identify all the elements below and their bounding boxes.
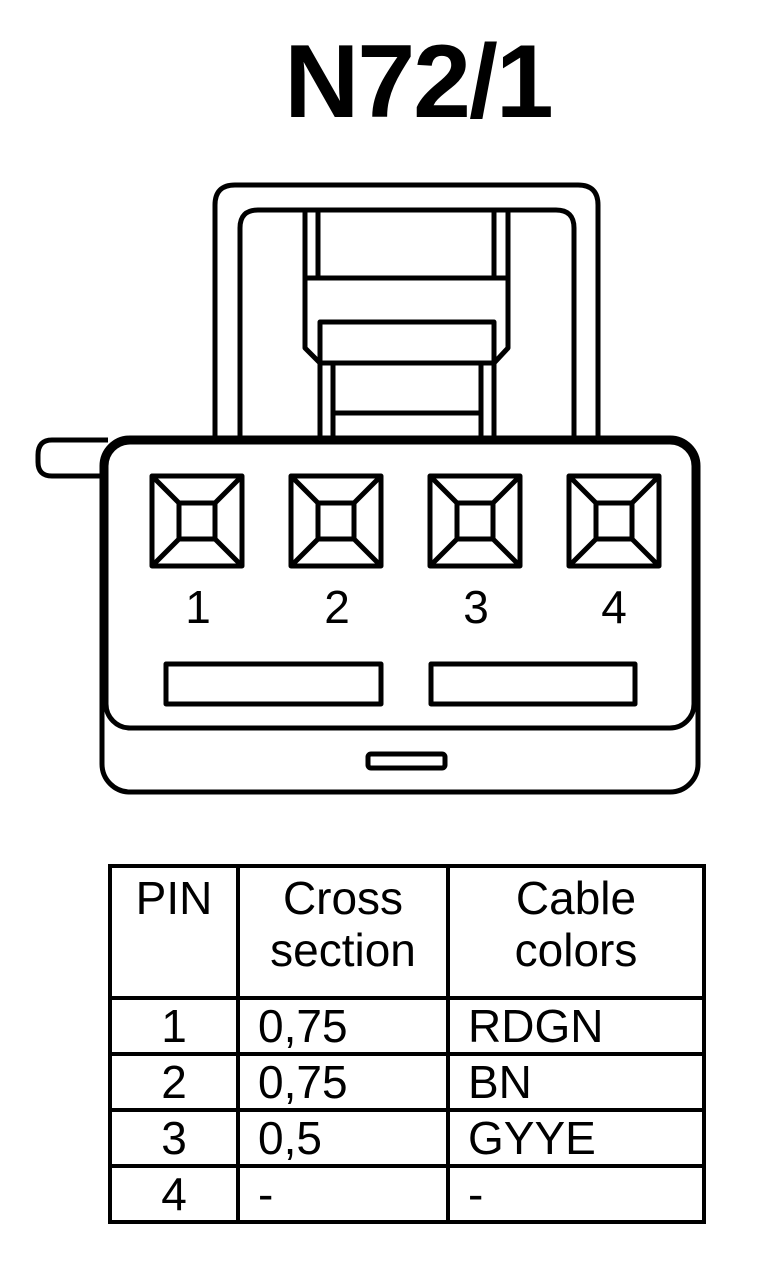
connector-housing-outer [99, 435, 701, 795]
coding-slot-left [163, 661, 384, 707]
release-slot [365, 751, 448, 771]
cell-cross-section: 0,5 [236, 1108, 450, 1168]
pin-terminal-4 [566, 473, 662, 569]
cell-cable-color: BN [446, 1052, 706, 1112]
pin-label-3: 3 [463, 581, 489, 633]
pin-assignment-table: PIN Cross section Cable colors 1 0,75 RD… [108, 864, 706, 1224]
cell-cross-section: 0,75 [236, 1052, 450, 1112]
pin-label-1: 1 [185, 581, 211, 633]
header-pin: PIN [108, 864, 240, 1000]
connector-title: N72/1 [284, 24, 554, 140]
header-cross-section: Cross section [236, 864, 450, 1000]
cell-pin: 2 [108, 1052, 240, 1112]
table-header-row: PIN Cross section Cable colors [108, 864, 706, 1000]
cell-cable-color: RDGN [446, 996, 706, 1056]
table-row: 3 0,5 GYYE [108, 1108, 706, 1168]
cell-cable-color: GYYE [446, 1108, 706, 1168]
cell-pin: 1 [108, 996, 240, 1056]
cell-cable-color: - [446, 1164, 706, 1224]
table-row: 2 0,75 BN [108, 1052, 706, 1112]
cell-pin: 3 [108, 1108, 240, 1168]
cell-pin: 4 [108, 1164, 240, 1224]
connector-side-tab [35, 437, 108, 479]
cell-cross-section: - [236, 1164, 450, 1224]
connector-latch [212, 182, 601, 440]
table-row: 4 - - [108, 1164, 706, 1224]
pin-terminals [149, 473, 662, 569]
pin-terminal-3 [427, 473, 523, 569]
connector-drawing: 1 2 3 4 [35, 182, 701, 795]
pin-label-4: 4 [601, 581, 627, 633]
connector-housing-inner [103, 439, 697, 731]
cell-cross-section: 0,75 [236, 996, 450, 1056]
pin-label-2: 2 [324, 581, 350, 633]
header-cable-colors: Cable colors [446, 864, 706, 1000]
pin-terminal-2 [288, 473, 384, 569]
pin-terminal-1 [149, 473, 245, 569]
table-row: 1 0,75 RDGN [108, 996, 706, 1056]
coding-slot-right [428, 661, 638, 707]
